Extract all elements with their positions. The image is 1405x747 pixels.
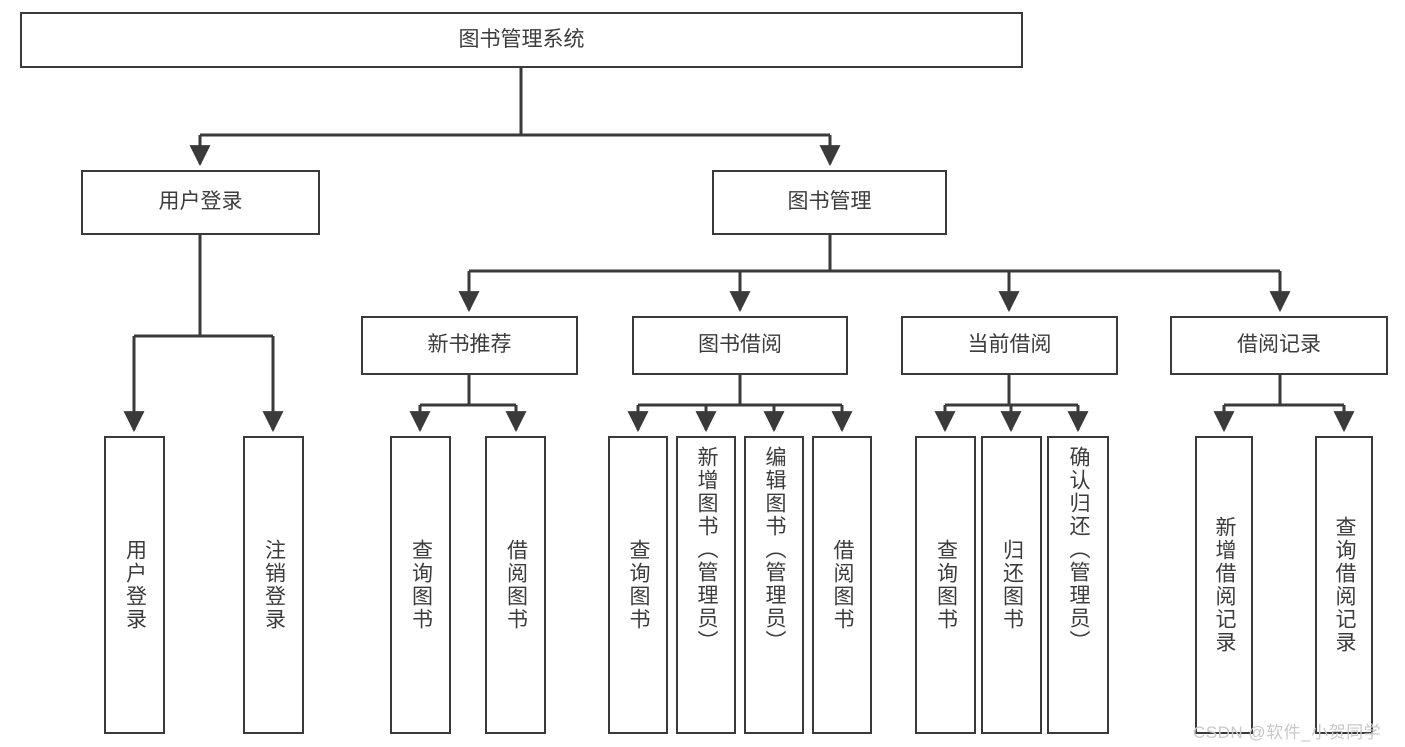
node-leaf-query-book-2[interactable]: 查询图书: [608, 436, 668, 734]
node-current-borrow[interactable]: 当前借阅: [901, 316, 1118, 375]
node-book-borrow[interactable]: 图书借阅: [632, 316, 848, 375]
node-leaf-return-book[interactable]: 归还图书: [981, 436, 1042, 734]
node-leaf-confirm-return[interactable]: 确认归还（管理员）: [1047, 436, 1109, 734]
node-new-book-recommend[interactable]: 新书推荐: [361, 316, 578, 375]
node-leaf-user-login[interactable]: 用户登录: [104, 436, 165, 734]
node-root-label: 图书管理系统: [458, 27, 585, 51]
node-leaf-query-book-2-label: 查询图书: [627, 539, 651, 631]
node-leaf-return-book-label: 归还图书: [1000, 539, 1024, 631]
node-leaf-query-borrow-record-label: 查询借阅记录: [1333, 516, 1357, 654]
node-leaf-borrow-book-1[interactable]: 借阅图书: [485, 436, 546, 734]
node-leaf-add-book-admin[interactable]: 新增图书（管理员）: [676, 436, 736, 734]
node-leaf-query-book-1-label: 查询图书: [409, 539, 433, 631]
csdn-watermark: CSDN @软件_小贺同学: [1193, 723, 1382, 742]
node-leaf-query-book-1[interactable]: 查询图书: [390, 436, 451, 734]
node-root-system[interactable]: 图书管理系统: [20, 12, 1023, 68]
node-leaf-edit-book-admin-label: 编辑图书（管理员）: [763, 446, 787, 653]
node-leaf-user-logout-label: 注销登录: [262, 539, 286, 631]
node-new-book-recommend-label: 新书推荐: [427, 333, 512, 357]
node-leaf-add-borrow-record[interactable]: 新增借阅记录: [1195, 436, 1253, 734]
node-leaf-borrow-book-2[interactable]: 借阅图书: [812, 436, 872, 734]
node-leaf-add-borrow-record-label: 新增借阅记录: [1213, 516, 1237, 654]
node-book-manage[interactable]: 图书管理: [712, 170, 947, 235]
node-leaf-add-book-admin-label: 新增图书（管理员）: [695, 446, 719, 653]
node-leaf-confirm-return-label: 确认归还（管理员）: [1067, 446, 1091, 653]
node-leaf-query-book-3-label: 查询图书: [934, 539, 958, 631]
node-leaf-edit-book-admin[interactable]: 编辑图书（管理员）: [744, 436, 804, 734]
node-borrow-record[interactable]: 借阅记录: [1170, 316, 1388, 375]
node-borrow-record-label: 借阅记录: [1237, 333, 1321, 357]
node-leaf-borrow-book-1-label: 借阅图书: [504, 539, 528, 631]
node-leaf-query-borrow-record[interactable]: 查询借阅记录: [1315, 436, 1373, 734]
node-leaf-user-login-label: 用户登录: [123, 539, 147, 631]
node-leaf-query-book-3[interactable]: 查询图书: [915, 436, 976, 734]
node-current-borrow-label: 当前借阅: [967, 333, 1052, 357]
node-book-borrow-label: 图书借阅: [698, 333, 782, 357]
node-book-manage-label: 图书管理: [787, 190, 872, 214]
node-user-login[interactable]: 用户登录: [81, 170, 320, 235]
node-user-login-label: 用户登录: [158, 190, 243, 214]
node-leaf-user-logout[interactable]: 注销登录: [243, 436, 304, 734]
node-leaf-borrow-book-2-label: 借阅图书: [831, 539, 855, 631]
